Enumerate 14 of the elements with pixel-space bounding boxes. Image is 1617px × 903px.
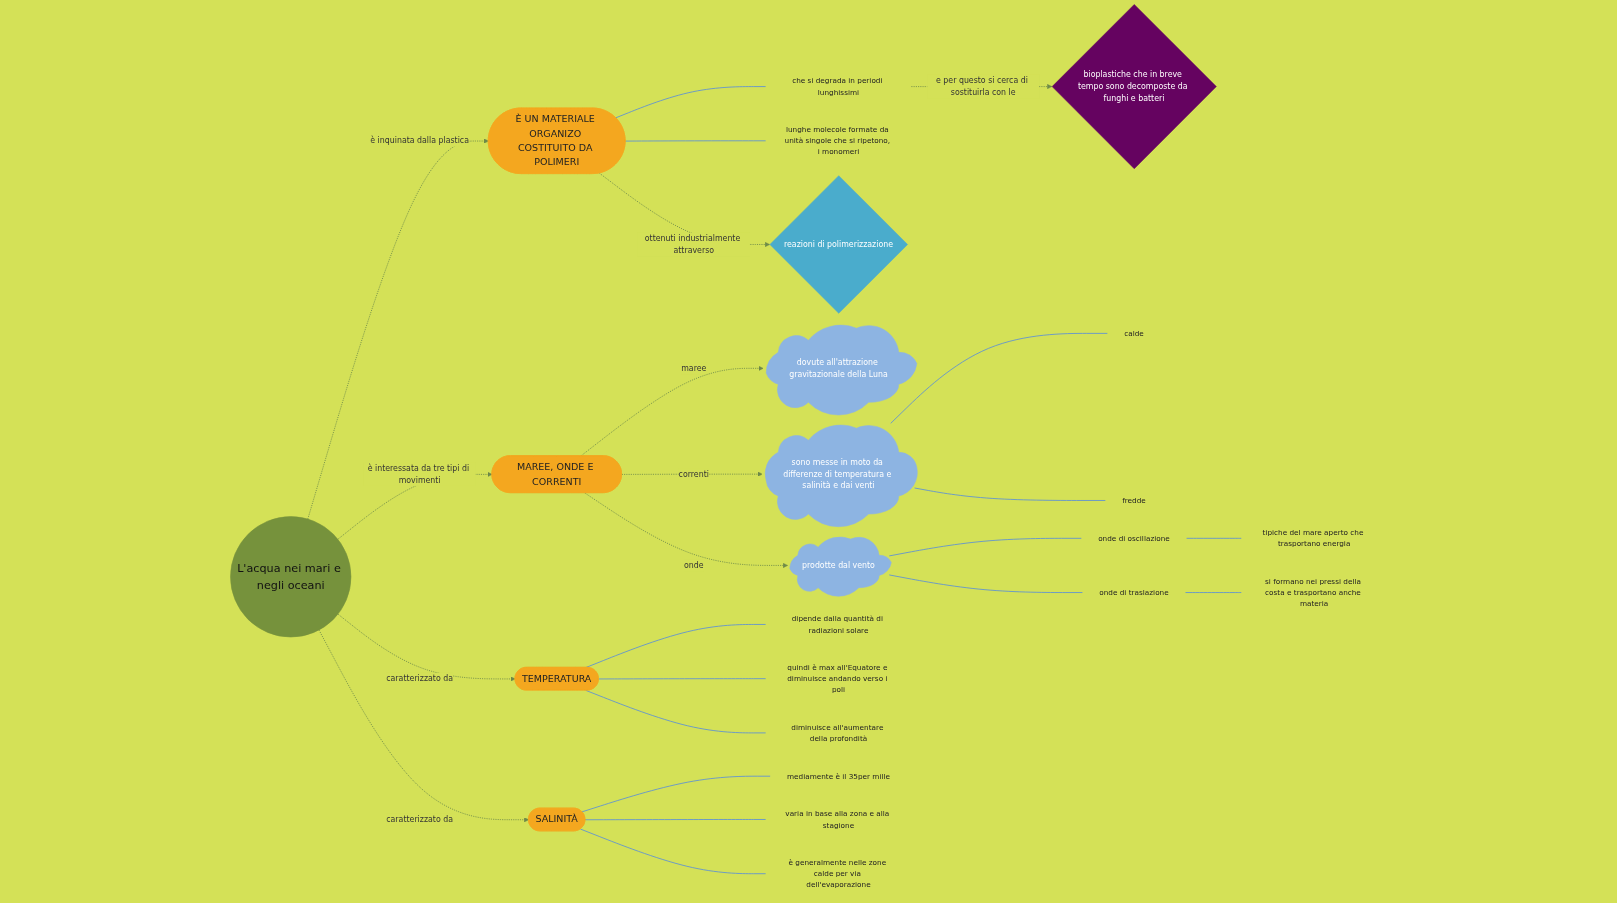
connector xyxy=(890,332,1108,424)
connector xyxy=(913,487,1106,501)
connector xyxy=(615,86,766,119)
connector xyxy=(581,775,771,813)
connector xyxy=(1184,592,1242,593)
connector xyxy=(1185,537,1242,539)
node-circle: L'acqua nei mari e negli oceani xyxy=(229,516,351,638)
connector xyxy=(888,537,1082,557)
connector xyxy=(624,140,766,142)
connector xyxy=(888,574,1083,593)
connector xyxy=(579,828,766,875)
connector xyxy=(584,819,766,821)
connector xyxy=(585,689,766,734)
connector xyxy=(598,678,766,680)
